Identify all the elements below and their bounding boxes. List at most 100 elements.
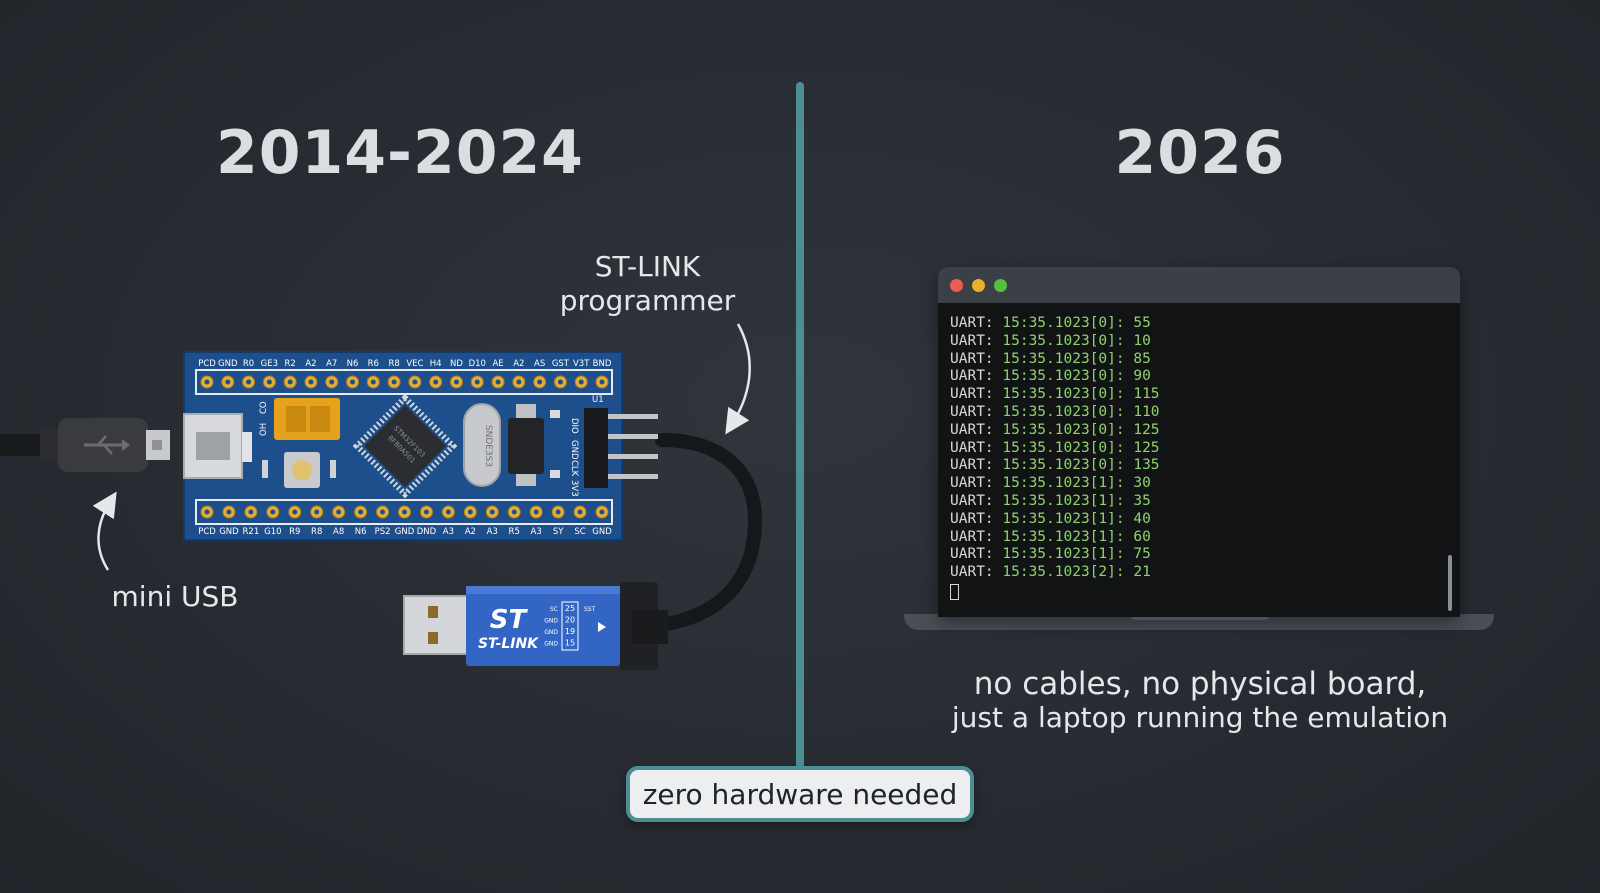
terminal-prefix: UART: bbox=[950, 350, 994, 367]
pin-label: GND bbox=[395, 527, 415, 537]
pin-hole-center bbox=[270, 509, 276, 515]
pin-label: R8 bbox=[388, 359, 399, 369]
terminal-line: UART: 15:35.1023[1]: 75 bbox=[950, 546, 1448, 564]
pin-hole-center bbox=[246, 379, 252, 385]
terminal-prefix: UART: bbox=[950, 564, 994, 581]
left-heading: 2014-2024 bbox=[216, 118, 584, 188]
voltage-regulator bbox=[508, 418, 544, 474]
pin-hole-center bbox=[467, 509, 473, 515]
stlink-label: ST-LINK programmer bbox=[540, 250, 755, 318]
pin-hole-center bbox=[308, 379, 314, 385]
pin-label: D10 bbox=[469, 359, 486, 369]
dongle-pin-number: 20 bbox=[565, 616, 575, 625]
pin-hole-center bbox=[292, 509, 298, 515]
crystal bbox=[463, 403, 501, 487]
jumper-label-oh: OH bbox=[259, 423, 269, 436]
pin-hole-center bbox=[287, 379, 293, 385]
pin-label: SY bbox=[553, 527, 564, 537]
terminal-timestamp: 15:35.1023[0]: bbox=[1002, 439, 1125, 456]
terminal-prefix: UART: bbox=[950, 475, 994, 492]
terminal-timestamp: 15:35.1023[1]: bbox=[1002, 475, 1125, 492]
pin-label: R2 bbox=[284, 359, 295, 369]
terminal-value: 90 bbox=[1133, 368, 1151, 385]
terminal-timestamp: 15:35.1023[1]: bbox=[1002, 546, 1125, 563]
pin-hole-center bbox=[489, 509, 495, 515]
terminal-cursor[interactable] bbox=[950, 583, 959, 600]
usb-arrow-icon bbox=[92, 491, 117, 571]
pin-label: PS2 bbox=[375, 527, 391, 537]
pin-label: PCD bbox=[198, 527, 216, 537]
terminal-prefix: UART: bbox=[950, 315, 994, 331]
maximize-icon[interactable] bbox=[994, 278, 1007, 292]
pin-hole-center bbox=[370, 379, 376, 385]
header-label-3v3: 3V3 bbox=[569, 480, 579, 497]
terminal-line: UART: 15:35.1023[0]: 85 bbox=[950, 351, 1448, 369]
pin-hole-center bbox=[329, 379, 335, 385]
terminal-value: 21 bbox=[1133, 564, 1151, 581]
terminal-line: UART: 15:35.1023[0]: 135 bbox=[950, 457, 1448, 475]
pin-label: VEC bbox=[406, 359, 423, 369]
close-icon[interactable] bbox=[950, 278, 963, 292]
pin-hole-center bbox=[225, 379, 231, 385]
terminal-line: UART: 15:35.1023[1]: 30 bbox=[950, 475, 1448, 493]
pin-label: G10 bbox=[264, 527, 281, 537]
mcu-chip: STM32F103 8F80A501 bbox=[352, 393, 458, 499]
pin-hole-center bbox=[533, 509, 539, 515]
minimize-icon[interactable] bbox=[972, 278, 985, 292]
u1-label: U1 bbox=[592, 395, 604, 405]
terminal-timestamp: 15:35.1023[2]: bbox=[1002, 564, 1125, 581]
terminal-timestamp: 15:35.1023[0]: bbox=[1002, 315, 1125, 331]
mini-usb-label: mini USB bbox=[111, 580, 239, 613]
terminal-line: UART: 15:35.1023[1]: 40 bbox=[950, 511, 1448, 529]
top-pin-row bbox=[200, 375, 609, 389]
pin-hole-center bbox=[380, 509, 386, 515]
pin-label: H4 bbox=[430, 359, 442, 369]
bottom-pin-row bbox=[200, 505, 609, 519]
terminal-line: UART: 15:35.1023[0]: 125 bbox=[950, 422, 1448, 440]
dongle-pin-label: GND bbox=[544, 629, 558, 636]
pin-label: A3 bbox=[531, 527, 542, 537]
terminal-line: UART: 15:35.1023[1]: 60 bbox=[950, 529, 1448, 547]
terminal-timestamp: 15:35.1023[0]: bbox=[1002, 368, 1125, 385]
pin-hole-center bbox=[599, 379, 605, 385]
pin-label: A3 bbox=[443, 527, 454, 537]
mini-usb-cable bbox=[0, 418, 170, 472]
dongle-pin-label: GND bbox=[544, 641, 558, 648]
pin-label: BND bbox=[593, 359, 612, 369]
pin-hole-center bbox=[204, 509, 210, 515]
terminal-prefix: UART: bbox=[950, 492, 994, 509]
pin-hole-center bbox=[599, 509, 605, 515]
dongle-sst-label: SST bbox=[584, 606, 596, 613]
pin-hole-center bbox=[578, 379, 584, 385]
terminal-prefix: UART: bbox=[950, 421, 994, 438]
dongle-pin-number: 19 bbox=[565, 627, 575, 636]
terminal-timestamp: 15:35.1023[0]: bbox=[1002, 350, 1125, 367]
pin-label: GST bbox=[552, 359, 570, 369]
pin-hole-center bbox=[474, 379, 480, 385]
terminal-line: UART: 15:35.1023[0]: 115 bbox=[950, 386, 1448, 404]
pin-hole-center bbox=[266, 379, 272, 385]
pin-label: A2 bbox=[305, 359, 316, 369]
crystal-label: SNDE3S3 bbox=[483, 425, 493, 467]
terminal-timestamp: 15:35.1023[0]: bbox=[1002, 332, 1125, 349]
pin-hole-center bbox=[511, 509, 517, 515]
pin-label: R6 bbox=[368, 359, 379, 369]
terminal-titlebar[interactable] bbox=[938, 267, 1460, 303]
terminal-value: 10 bbox=[1133, 332, 1151, 349]
pin-label: SC bbox=[574, 527, 585, 537]
pin-hole-center bbox=[350, 379, 356, 385]
pin-label: R21 bbox=[243, 527, 260, 537]
pin-label: N6 bbox=[355, 527, 367, 537]
stlink-label-line2: programmer bbox=[559, 284, 736, 317]
pin-hole-center bbox=[391, 379, 397, 385]
terminal-scrollbar[interactable] bbox=[1448, 555, 1452, 611]
pin-label: AE bbox=[492, 359, 503, 369]
dongle-pin-number: 25 bbox=[565, 604, 575, 613]
dongle-pin-label: GND bbox=[544, 618, 558, 625]
